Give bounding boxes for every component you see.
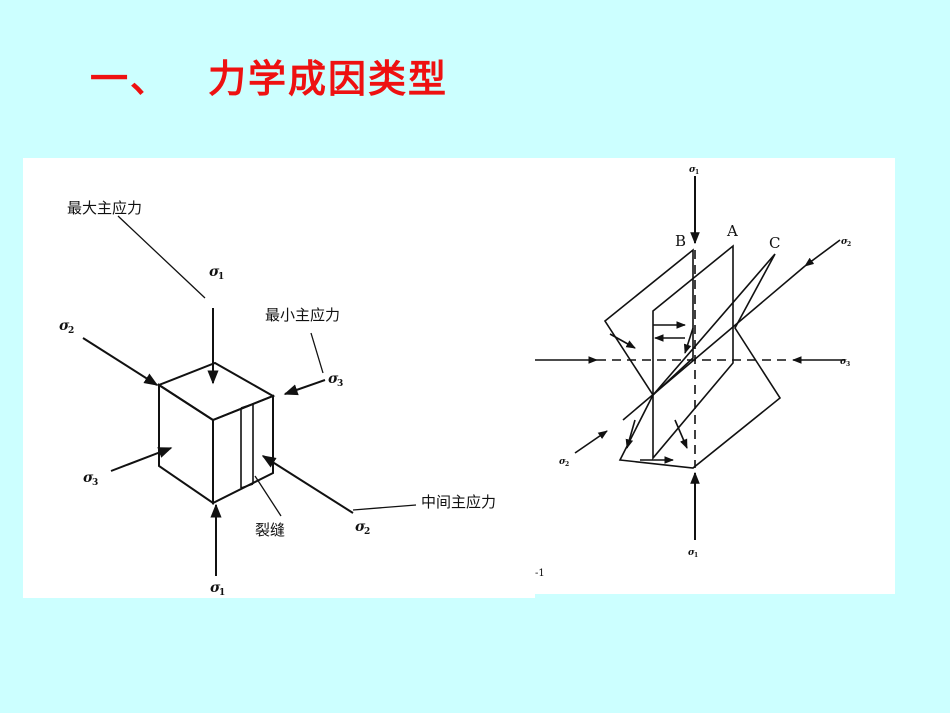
sigma2-right-subscript: 2: [364, 527, 370, 537]
sigma2-right-arrow: [261, 455, 354, 514]
sigma3-left-subscript: 3: [92, 478, 98, 488]
plane-C: [618, 253, 782, 469]
slide-title: 一、力学成因类型: [90, 48, 448, 103]
figure-fragment-text: -1: [535, 568, 545, 579]
title-number: 一、: [90, 57, 171, 101]
shear-arrow-5: [674, 419, 688, 449]
sigma1-bottom-symbol: σ: [688, 548, 695, 558]
shear-arrow-1: [609, 333, 636, 349]
stress-cube-diagram: 最大主应力 最小主应力 中间主应力 裂缝 σ 1 σ 2 σ 3 σ 3 σ 2…: [59, 199, 496, 598]
plane-A: [652, 244, 734, 461]
sigma1-bottom-symbol: σ: [210, 580, 221, 596]
shear-arrow-4: [625, 419, 636, 449]
label-intermediate-principal: 中间主应力: [421, 493, 496, 511]
sigma3-left-arrow: [110, 447, 173, 472]
sigma2-left-subscript: 2: [68, 326, 74, 336]
sigma2-left-arrow: [82, 337, 159, 386]
leader-intermediate-principal: [352, 504, 417, 511]
title-text: 力学成因类型: [208, 57, 449, 101]
sigma2-line: [622, 265, 806, 421]
label-crack: 裂缝: [255, 521, 285, 539]
shear-arrow-7: [683, 327, 694, 354]
conjugate-shear-figure: B A C σ 1 σ 2 σ 3 σ 2 σ 1 -1: [535, 158, 895, 594]
leader-max-principal: [117, 215, 206, 299]
label-min-principal: 最小主应力: [265, 306, 340, 324]
conjugate-shear-diagram: B A C σ 1 σ 2 σ 3 σ 2 σ 1 -1: [535, 165, 851, 579]
stress-cube-figure: 最大主应力 最小主应力 中间主应力 裂缝 σ 1 σ 2 σ 3 σ 3 σ 2…: [23, 158, 535, 598]
sigma1-bottom-subscript: 1: [694, 552, 698, 559]
sigma3-right-subscript: 3: [846, 361, 850, 368]
sigma2-arrow-lower: [574, 430, 608, 454]
crack-plane: [240, 403, 254, 489]
plane-B: [603, 248, 694, 397]
sigma2-bottom-subscript: 2: [565, 461, 569, 468]
sigma1-top-symbol: σ: [689, 165, 696, 175]
sigma1-top-subscript: 1: [218, 272, 224, 282]
sigma3-left-symbol: σ: [83, 470, 94, 486]
sigma3-right-symbol: σ: [840, 357, 847, 367]
sigma1-top-subscript: 1: [695, 169, 699, 176]
label-max-principal: 最大主应力: [67, 199, 142, 217]
plane-A-label: A: [726, 222, 738, 240]
sigma2-left-symbol: σ: [59, 318, 70, 334]
plane-B-label: B: [675, 232, 686, 250]
sigma1-bottom-subscript: 1: [219, 588, 225, 598]
sigma1-top-symbol: σ: [209, 264, 220, 280]
cube-top-face: [156, 361, 276, 422]
sigma2-top-symbol: σ: [841, 237, 848, 247]
sigma2-arrow-upper: [804, 239, 841, 267]
sigma2-bottom-symbol: σ: [559, 457, 566, 467]
plane-C-label: C: [769, 234, 780, 252]
sigma2-top-subscript: 2: [847, 241, 851, 248]
leader-crack: [254, 475, 282, 517]
sigma3-right-arrow: [283, 379, 326, 396]
sigma3-right-symbol: σ: [328, 371, 339, 387]
leader-min-principal: [310, 332, 324, 374]
sigma2-right-symbol: σ: [355, 519, 366, 535]
sigma3-right-subscript: 3: [337, 379, 343, 389]
